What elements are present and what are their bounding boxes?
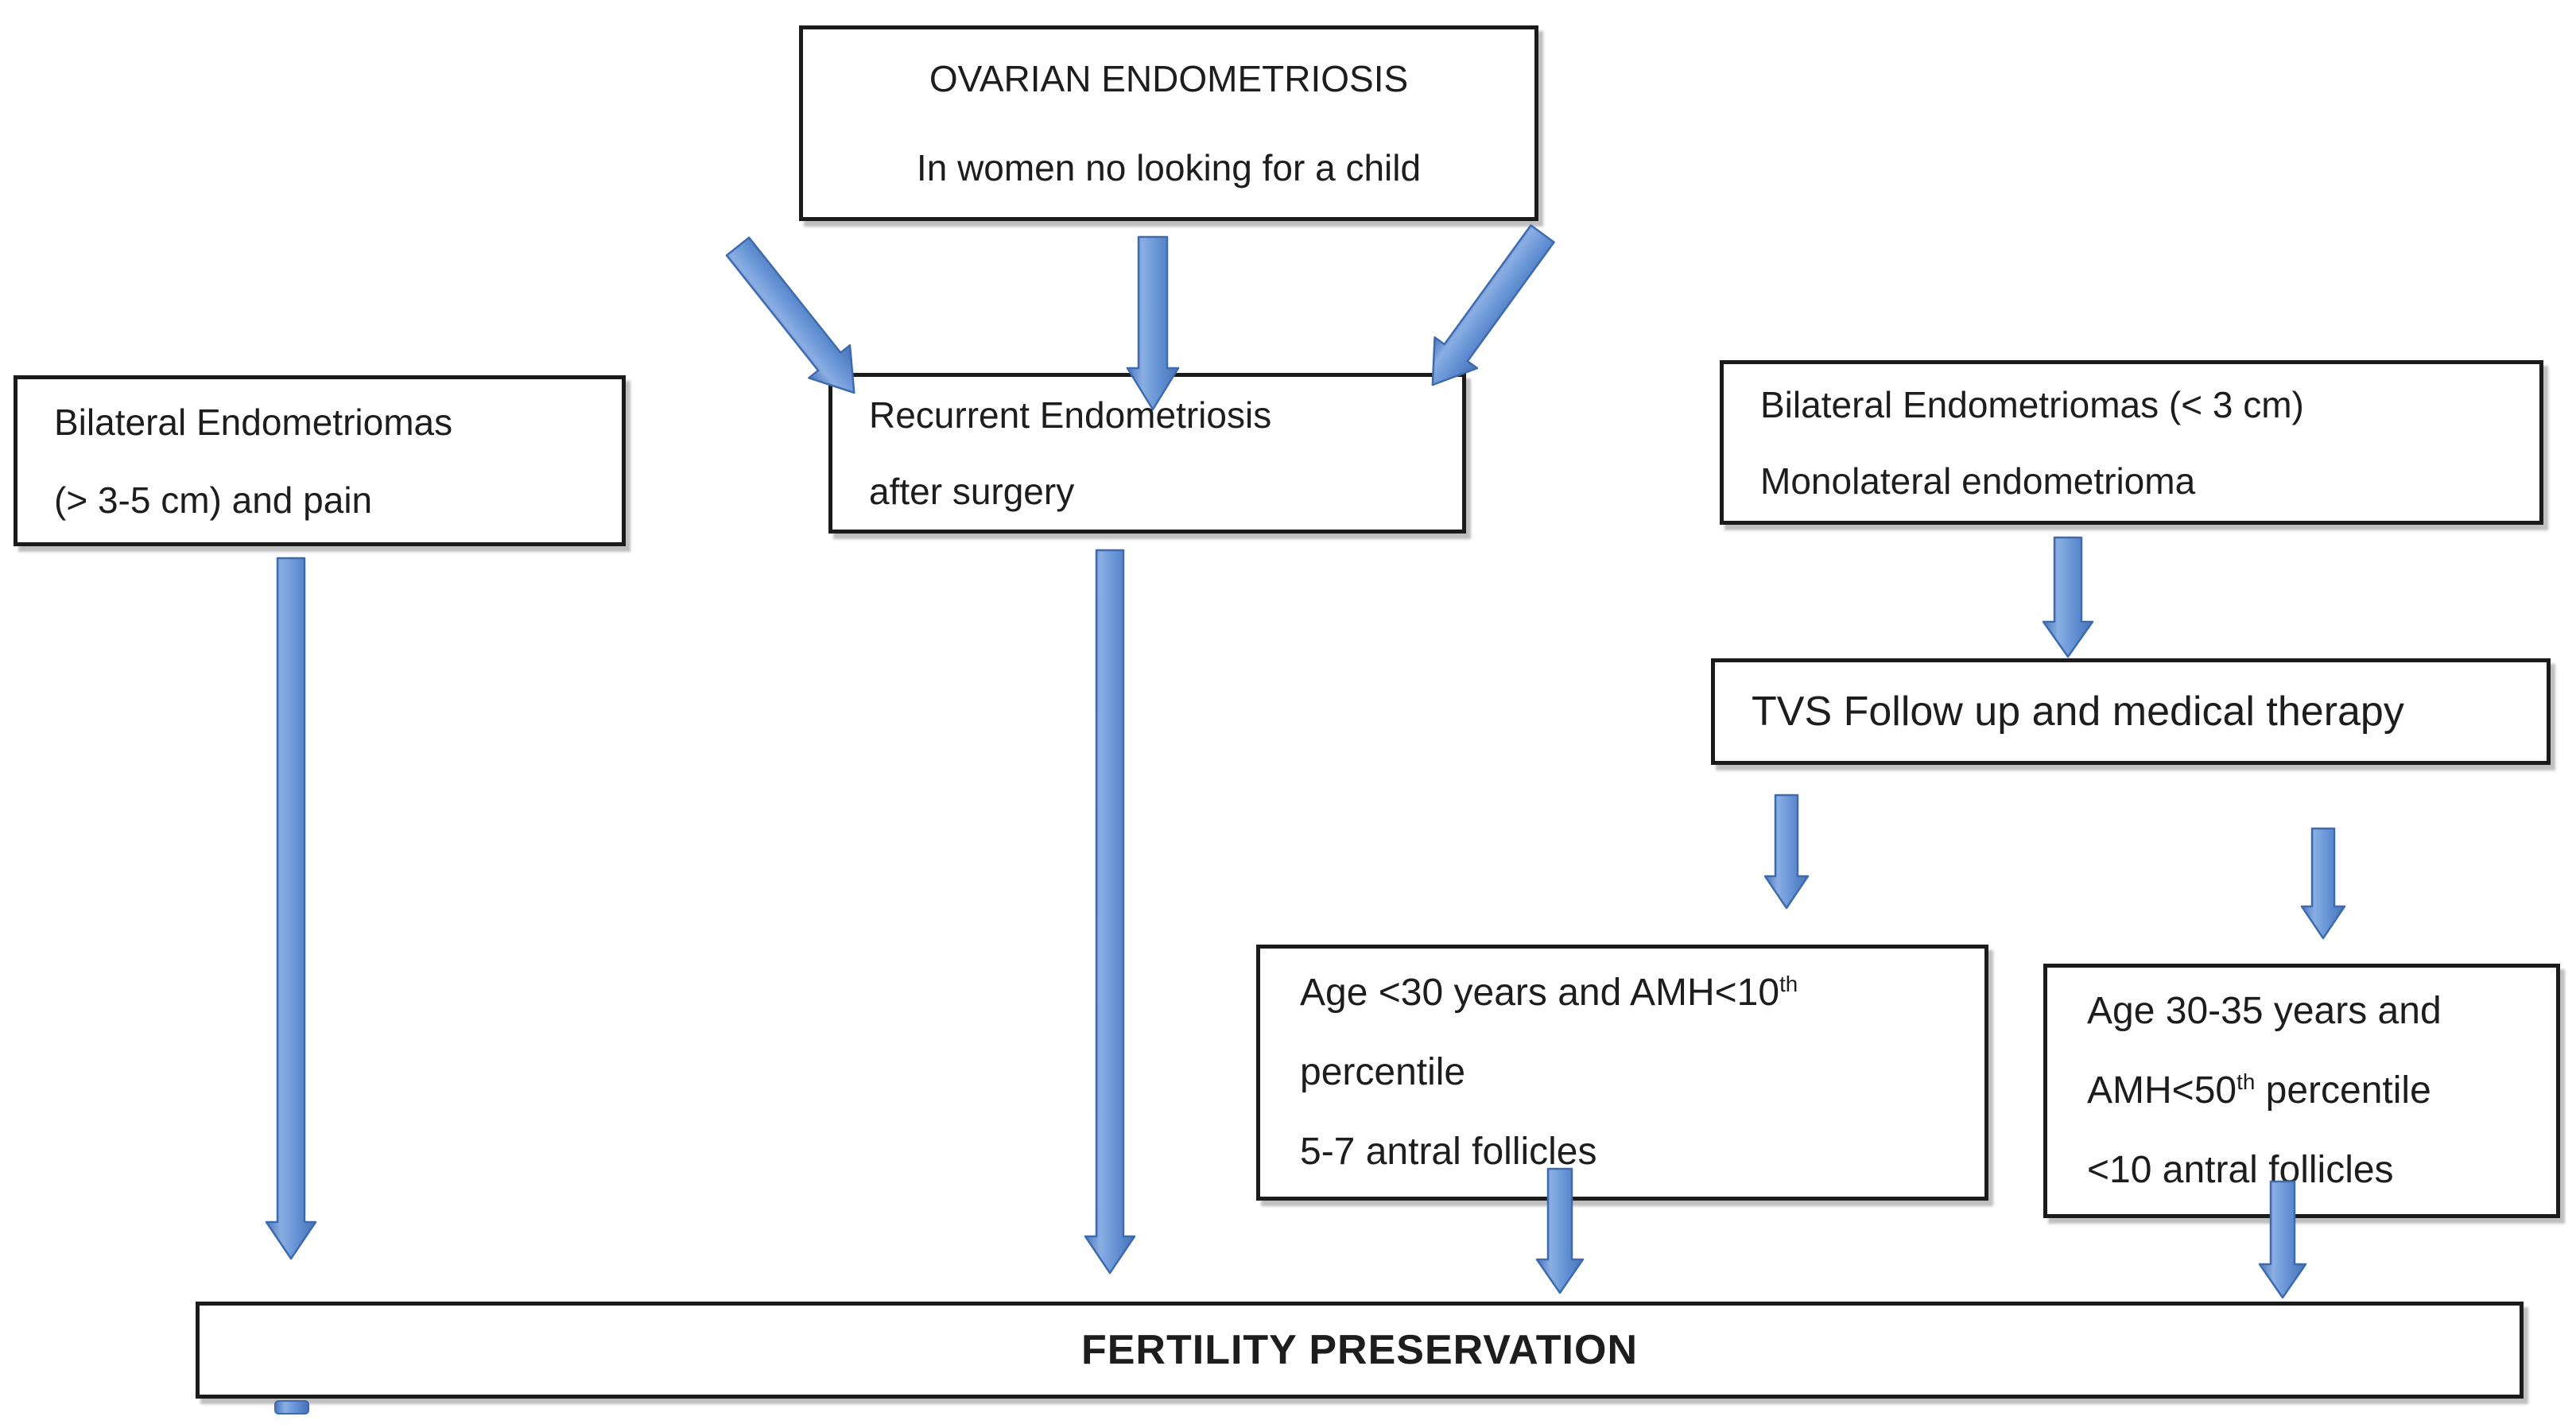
node-bilateral-monolateral: Bilateral Endometriomas (< 3 cm) Monolat…	[1720, 360, 2543, 525]
arrow-tvs-to-criteria-right-icon	[2300, 827, 2346, 940]
node-title-line1: OVARIAN ENDOMETRIOSIS	[929, 58, 1409, 99]
node-text-line: Recurrent Endometriosis	[869, 394, 1272, 436]
arrow-right-to-tvs-icon	[2042, 536, 2094, 658]
node-ovarian-endometriosis: OVARIAN ENDOMETRIOSIS In women no lookin…	[799, 25, 1538, 221]
node-text-line: (> 3-5 cm) and pain	[54, 479, 373, 521]
criteria-text: percentile	[2255, 1069, 2431, 1112]
node-text-line: percentile	[1300, 1051, 1466, 1093]
criteria-text: Age <30 years and AMH<10	[1300, 972, 1780, 1014]
node-tvs-follow-up: TVS Follow up and medical therapy	[1711, 658, 2551, 765]
ordinal-superscript: th	[1779, 972, 1798, 996]
node-title-line2: In women no looking for a child	[916, 147, 1422, 188]
node-text-line: 5-7 antral follicles	[1300, 1131, 1597, 1173]
node-text-line: Age <30 years and AMH<10th	[1300, 953, 1984, 1033]
node-text-line: Bilateral Endometriomas (< 3 cm)	[1760, 383, 2304, 425]
node-text-line: Age 30-35 years and	[2087, 990, 2442, 1032]
arrow-fragment-below-outcome-icon	[274, 1400, 309, 1414]
node-criteria-age-30-35: Age 30-35 years and AMH<50th percentile …	[2043, 964, 2560, 1218]
node-text-line: TVS Follow up and medical therapy	[1752, 689, 2404, 735]
node-text-line: Bilateral Endometriomas	[54, 401, 453, 443]
node-text-line: <10 antral follicles	[2087, 1149, 2394, 1191]
node-text-line: after surgery	[869, 471, 1075, 512]
ordinal-superscript: th	[2237, 1069, 2256, 1094]
arrow-left-to-outcome-icon	[265, 557, 317, 1260]
node-recurrent-endometriosis: Recurrent Endometriosis after surgery	[828, 373, 1466, 534]
node-criteria-age-under-30: Age <30 years and AMH<10th percentile 5-…	[1256, 945, 1988, 1201]
criteria-text: AMH<50	[2087, 1069, 2237, 1112]
node-bilateral-endometriomas-pain: Bilateral Endometriomas (> 3-5 cm) and p…	[14, 375, 626, 546]
outcome-label: FERTILITY PRESERVATION	[1080, 1327, 1638, 1373]
node-text-line: AMH<50th percentile	[2087, 1051, 2556, 1131]
arrow-tvs-to-criteria-left-icon	[1763, 794, 1810, 910]
node-text-line: Monolateral endometrioma	[1760, 460, 2196, 502]
node-fertility-preservation: FERTILITY PRESERVATION	[196, 1302, 2524, 1399]
arrow-middle-to-outcome-icon	[1084, 549, 1136, 1275]
